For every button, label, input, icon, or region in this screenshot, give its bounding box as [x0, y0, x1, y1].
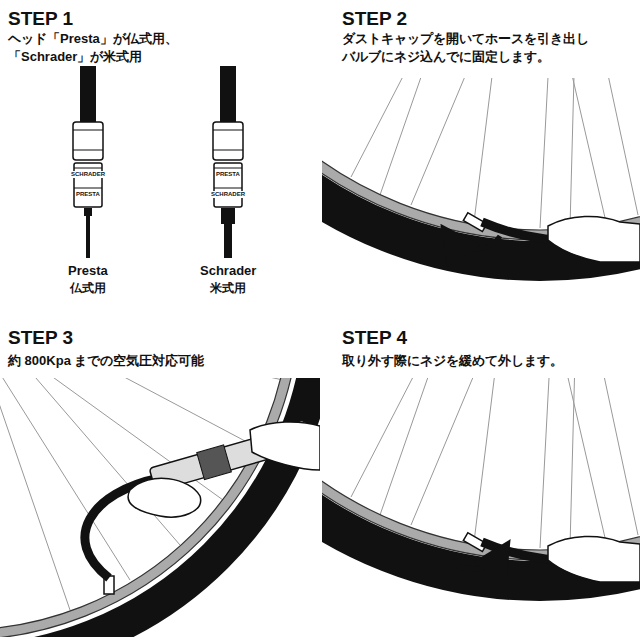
step-heading: STEP 4 [342, 325, 407, 351]
schrader-head [213, 66, 243, 258]
step-note: 約 800Kpa までの空気圧対応可能 [8, 352, 204, 370]
step-heading: STEP 1 [8, 6, 73, 32]
wheel-step4 [322, 378, 640, 582]
adapter-mark: PRESTA [216, 171, 240, 178]
wheel-step2 [322, 78, 640, 262]
wheel-step3 [0, 378, 320, 637]
adapter-mark: SCHRADER [211, 191, 245, 198]
presta-head [73, 66, 103, 258]
step-note: ヘッド「Presta」が仏式用、 「Schrader」が米式用 [8, 30, 200, 65]
valve-name: Presta [68, 264, 108, 278]
adapter-mark: PRESTA [76, 191, 100, 198]
step-heading: STEP 3 [8, 325, 73, 351]
valve-name: Schrader [200, 264, 256, 278]
step-note: ダストキャップを開いてホースを引き出し バルブにネジ込んでに固定します。 [342, 30, 594, 65]
valve-type: 米式用 [210, 282, 246, 295]
adapter-mark: SCHRADER [71, 171, 105, 178]
step-note: 取り外す際にネジを緩めて外します。 [342, 352, 563, 370]
step-heading: STEP 2 [342, 6, 407, 32]
valve-type: 仏式用 [70, 282, 106, 295]
